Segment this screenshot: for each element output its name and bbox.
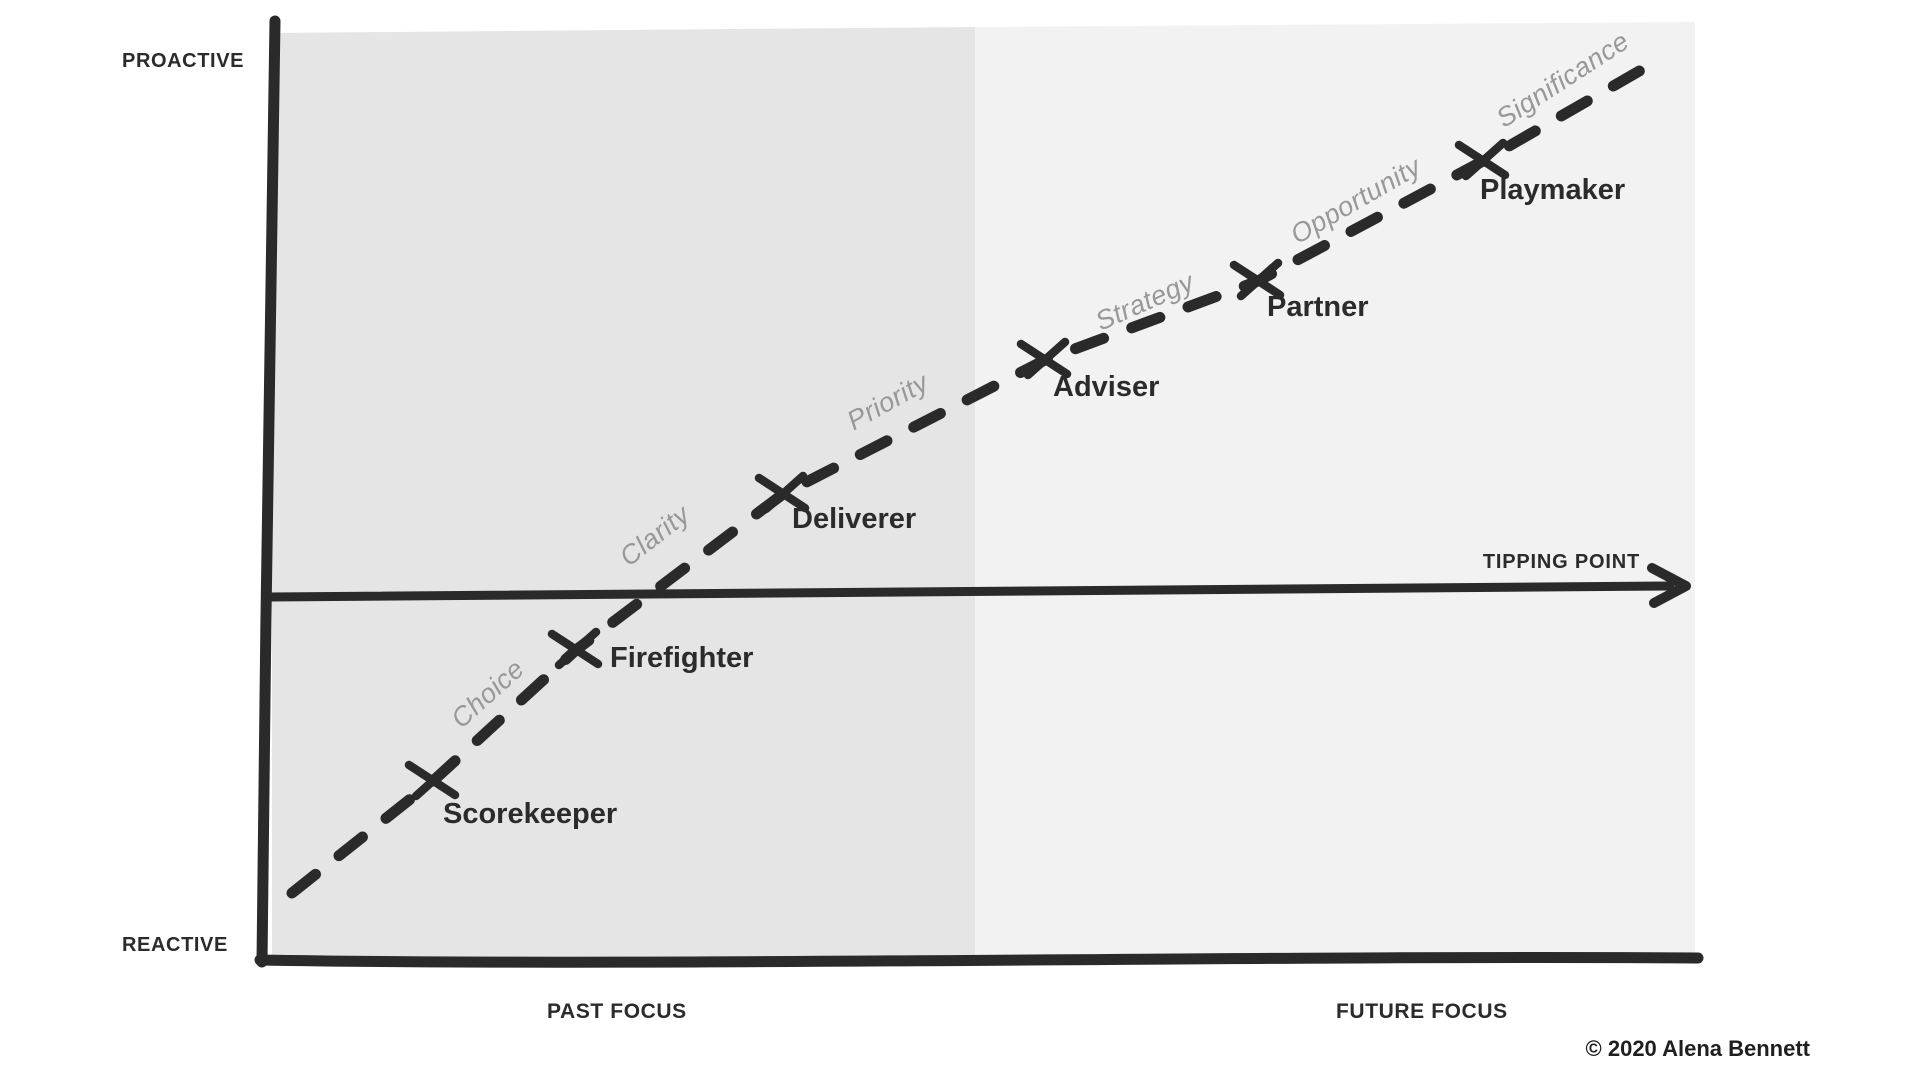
x-marker-stroke bbox=[411, 758, 458, 801]
tipping-point-label: TIPPING POINT bbox=[1482, 551, 1640, 573]
x-marker-stroke bbox=[1023, 337, 1070, 380]
x-axis-right-label: FUTURE FOCUS bbox=[1336, 1000, 1508, 1023]
x-marker-stroke bbox=[761, 471, 808, 514]
tipping-point-arrowhead-icon bbox=[1647, 563, 1691, 608]
milestone-x-marker bbox=[1229, 258, 1285, 301]
future-focus-panel bbox=[975, 22, 1695, 959]
stage-label-playmaker: Playmaker bbox=[1480, 174, 1626, 206]
x-axis-left-label: PAST FOCUS bbox=[547, 1000, 687, 1023]
stage-label-firefighter: Firefighter bbox=[610, 642, 754, 674]
milestone-x-marker bbox=[1016, 337, 1072, 380]
y-axis-top-label: PROACTIVE bbox=[122, 50, 245, 72]
milestone-x-marker bbox=[404, 758, 460, 801]
x-marker-stroke bbox=[554, 627, 601, 670]
x-marker-stroke bbox=[1461, 138, 1508, 181]
past-focus-panel bbox=[272, 27, 975, 959]
milestone-x-markers bbox=[404, 138, 1510, 801]
x-marker-stroke bbox=[1236, 258, 1283, 301]
milestone-x-marker bbox=[754, 471, 810, 514]
stage-label-scorekeeper: Scorekeeper bbox=[443, 798, 618, 830]
milestone-x-marker bbox=[1454, 138, 1510, 181]
stage-label-adviser: Adviser bbox=[1053, 371, 1160, 403]
stage-label-partner: Partner bbox=[1267, 291, 1369, 323]
growth-path-line bbox=[286, 56, 1661, 899]
y-axis-line bbox=[256, 15, 281, 968]
x-axis-line bbox=[254, 952, 1704, 968]
tipping-point-line bbox=[265, 581, 1675, 602]
y-axis-bottom-label: REACTIVE bbox=[122, 934, 228, 956]
stage-label-deliverer: Deliverer bbox=[792, 503, 917, 535]
milestone-x-marker bbox=[547, 627, 603, 670]
copyright-notice: © 2020 Alena Bennett bbox=[1585, 1036, 1810, 1061]
